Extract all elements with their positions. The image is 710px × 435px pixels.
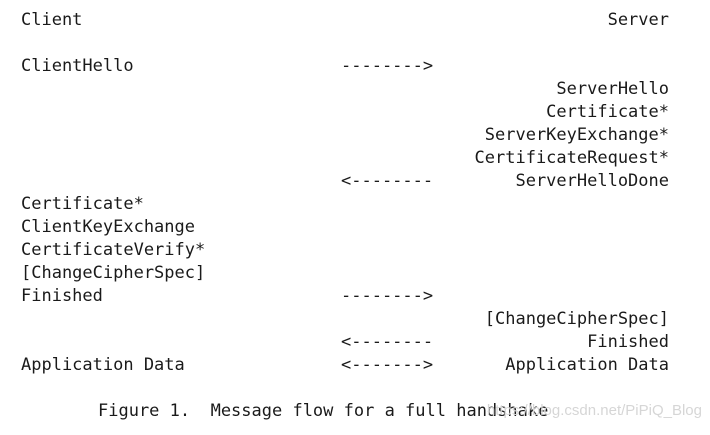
server-message: [ChangeCipherSpec] <box>484 309 669 329</box>
server-header: Server <box>607 10 669 30</box>
client-message: ClientKeyExchange <box>21 217 195 237</box>
server-message: Certificate* <box>546 102 669 122</box>
client-message: Application Data <box>21 355 185 375</box>
client-header: Client <box>21 10 83 30</box>
arrow-to-client: <-------- <box>341 332 434 352</box>
server-message: Finished <box>587 332 669 352</box>
server-message: Application Data <box>505 355 669 375</box>
server-message: ServerHello <box>556 79 669 99</box>
server-message: ServerHelloDone <box>515 171 669 191</box>
client-message: CertificateVerify* <box>21 240 206 260</box>
arrow-to-server: --------> <box>341 286 434 306</box>
arrow-to-client: <-------- <box>341 171 434 191</box>
client-message: [ChangeCipherSpec] <box>21 263 206 283</box>
client-message: ClientHello <box>21 56 134 76</box>
server-message: ServerKeyExchange* <box>484 125 669 145</box>
arrow-to-server: --------> <box>341 56 434 76</box>
client-message: Certificate* <box>21 194 144 214</box>
figure-caption: Figure 1. Message flow for a full handsh… <box>98 401 549 421</box>
client-message: Finished <box>21 286 103 306</box>
watermark: https://blog.csdn.net/PiPiQ_Blog <box>486 402 702 419</box>
server-message: CertificateRequest* <box>474 148 669 168</box>
arrow-bidirectional: <-------> <box>341 355 434 375</box>
